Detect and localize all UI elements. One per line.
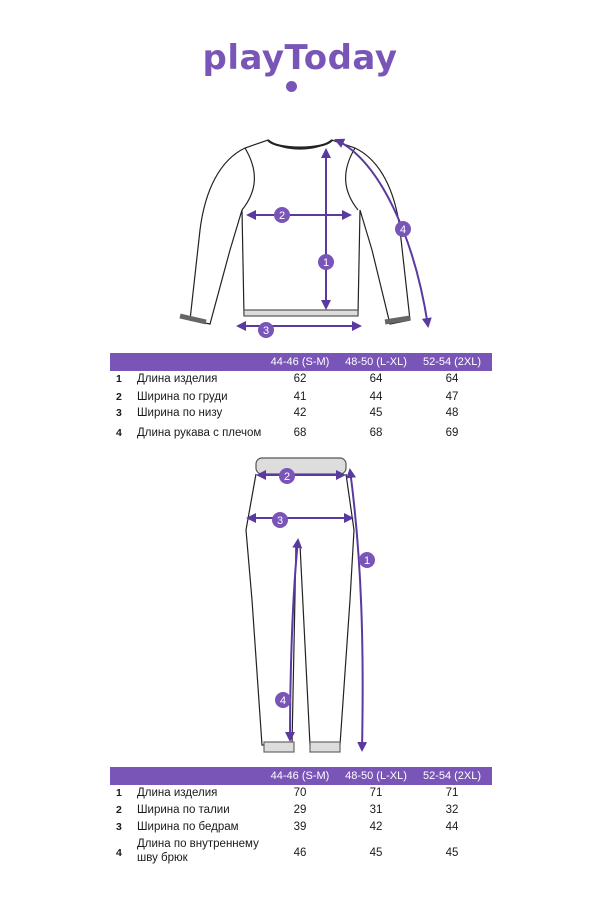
cell: 45 (369, 847, 383, 859)
cell: 32 (445, 804, 459, 816)
row-num: 3 (116, 821, 122, 833)
cell: 29 (293, 804, 307, 816)
cell: 47 (445, 391, 459, 403)
pants-size-table: 44-46 (S-M) 48-50 (L-XL) 52-54 (2XL) 1 Д… (110, 767, 492, 870)
header-size-3: 52-54 (2XL) (422, 770, 482, 782)
brand-logo: playToday (202, 38, 398, 78)
header-size-2: 48-50 (L-XL) (345, 770, 407, 782)
logo-dot (286, 81, 297, 92)
cell: 70 (293, 787, 307, 799)
cell: 62 (293, 373, 307, 385)
row-label-line1: Длина по внутреннему (137, 838, 259, 850)
row-label: Длина изделия (137, 787, 218, 799)
row-num: 4 (116, 427, 122, 439)
cell: 31 (369, 804, 383, 816)
cell: 64 (445, 373, 459, 385)
pants-marker-2: 2 (284, 471, 290, 483)
cell: 39 (293, 821, 307, 833)
cell: 69 (445, 427, 459, 439)
table-row: 2 Ширина по талии 29 31 32 (110, 804, 492, 821)
cell: 41 (293, 391, 307, 403)
row-label: Ширина по бедрам (137, 821, 239, 833)
table-row: 2 Ширина по груди 41 44 47 (110, 391, 492, 407)
row-num: 1 (116, 373, 122, 385)
pants-marker-4: 4 (280, 695, 286, 707)
shirt-marker-3: 3 (263, 325, 269, 337)
header-size-2: 48-50 (L-XL) (345, 356, 407, 368)
pants-measure-lines (246, 468, 368, 752)
pants-drawing (245, 457, 355, 753)
cell: 71 (445, 787, 459, 799)
shirt-marker-1: 1 (323, 257, 329, 269)
row-num: 2 (116, 804, 122, 816)
row-label: Ширина по низу (137, 407, 223, 419)
cell: 44 (445, 821, 459, 833)
table-header: 44-46 (S-M) 48-50 (L-XL) 52-54 (2XL) (110, 767, 492, 785)
shirt-markers: 1 2 3 4 (258, 207, 411, 338)
pants-markers: 1 2 3 4 (272, 468, 375, 708)
row-label: Ширина по груди (137, 391, 228, 403)
table-row: 4 Длина рукава с плечом 68 68 69 (110, 427, 492, 445)
cell: 48 (445, 407, 459, 419)
row-label: Ширина по талии (137, 804, 230, 816)
cell: 45 (369, 407, 383, 419)
cell: 64 (369, 373, 383, 385)
cell: 44 (369, 391, 383, 403)
cell: 46 (293, 847, 307, 859)
header-size-3: 52-54 (2XL) (422, 356, 482, 368)
cell: 68 (369, 427, 383, 439)
shirt-size-table: 44-46 (S-M) 48-50 (L-XL) 52-54 (2XL) 1 Д… (110, 353, 492, 445)
cell: 68 (293, 427, 307, 439)
table-row: 3 Ширина по низу 42 45 48 (110, 407, 492, 427)
table-row: 1 Длина изделия 70 71 71 (110, 787, 492, 804)
pants-marker-3: 3 (277, 515, 283, 527)
pants-marker-1: 1 (364, 555, 370, 567)
shirt-measure-lines (236, 138, 432, 331)
table-row: 3 Ширина по бедрам 39 42 44 (110, 821, 492, 838)
table-row: 4 Длина по внутреннему шву брюк 46 45 45 (110, 838, 492, 870)
row-label: Длина рукава с плечом (137, 427, 262, 439)
shirt-marker-2: 2 (279, 210, 285, 222)
table-header: 44-46 (S-M) 48-50 (L-XL) 52-54 (2XL) (110, 353, 492, 371)
shirt-marker-4: 4 (400, 224, 406, 236)
cell: 42 (293, 407, 307, 419)
row-num: 3 (116, 407, 122, 419)
header-size-1: 44-46 (S-M) (270, 356, 330, 368)
shirt-drawing (179, 139, 411, 325)
cell: 45 (445, 847, 459, 859)
row-num: 2 (116, 391, 122, 403)
cell: 71 (369, 787, 383, 799)
row-num: 1 (116, 787, 122, 799)
table-row: 1 Длина изделия 62 64 64 (110, 373, 492, 391)
header-size-1: 44-46 (S-M) (270, 770, 330, 782)
row-label: Длина изделия (137, 373, 218, 385)
row-label-line2: шву брюк (137, 852, 188, 864)
row-num: 4 (116, 847, 122, 859)
cell: 42 (369, 821, 383, 833)
